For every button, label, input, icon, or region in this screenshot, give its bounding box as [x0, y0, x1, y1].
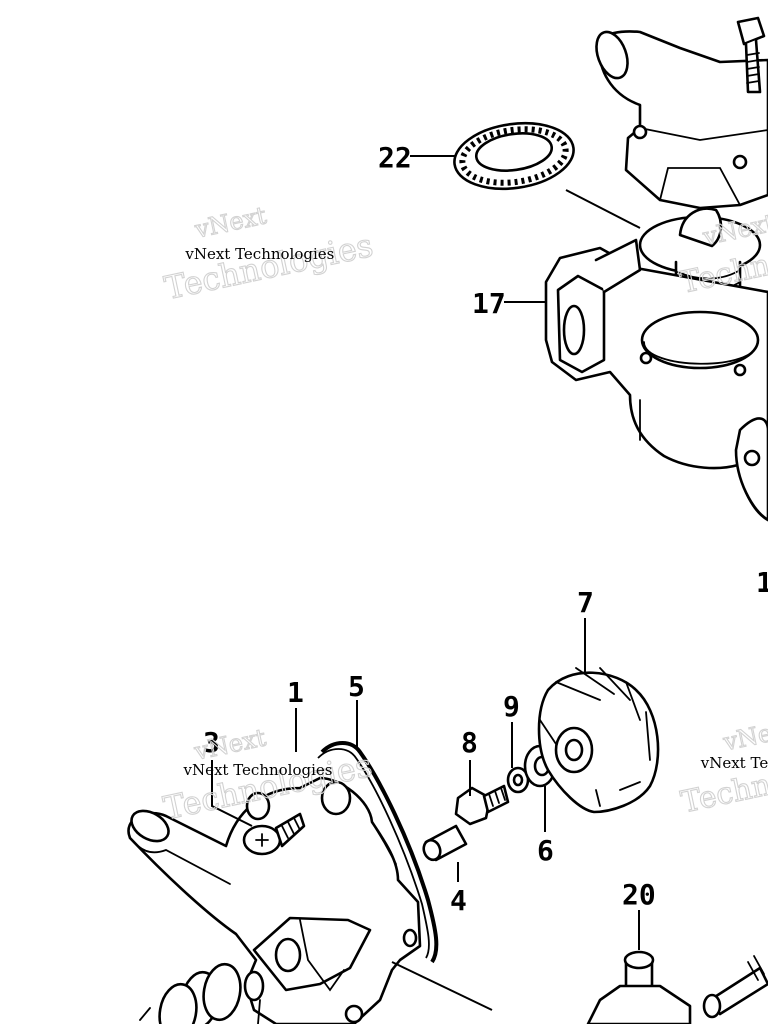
- gasket-5: [317, 741, 439, 964]
- impeller-7: [537, 667, 660, 814]
- callout-1: 1: [287, 676, 304, 709]
- svg-text:vNext Technologies: vNext Technologies: [700, 754, 768, 772]
- pump-cover-1: [127, 776, 422, 1024]
- bushing-4: [422, 824, 468, 862]
- svg-text:vNext Technologies: vNext Technologies: [184, 245, 334, 263]
- thermostat-housing-cover: [595, 30, 768, 210]
- callout-17: 17: [472, 287, 506, 320]
- o-rings: [139, 962, 265, 1024]
- leader-line-bottom: [391, 961, 493, 1011]
- sender-20: [586, 950, 692, 1024]
- callout-6: 6: [537, 834, 554, 867]
- callout-1-partial: 1: [756, 566, 768, 599]
- callout-9: 9: [503, 690, 520, 723]
- leader-line-seal: [565, 189, 641, 229]
- svg-text:vNext: vNext: [192, 201, 270, 244]
- callout-20: 20: [622, 878, 656, 911]
- svg-text:vNext: vNext: [720, 714, 768, 757]
- plug-bolt-partial: [702, 955, 768, 1019]
- watermark-lower-right: vNext Technologies vNext Technologies: [677, 713, 768, 821]
- callout-3: 3: [203, 726, 220, 759]
- callout-5: 5: [348, 670, 365, 703]
- callout-8: 8: [461, 726, 478, 759]
- callout-22: 22: [378, 141, 412, 174]
- svg-text:Technologies: Technologies: [161, 226, 376, 307]
- shaft-8: [454, 784, 510, 826]
- water-pump-body-17: [544, 238, 768, 522]
- bolt-3: [242, 812, 306, 856]
- callout-4: 4: [450, 884, 467, 917]
- callout-7: 7: [577, 586, 594, 619]
- svg-text:vNext Technologies: vNext Technologies: [182, 761, 332, 779]
- housing-bolt: [736, 16, 766, 94]
- leader-3: [211, 760, 253, 827]
- seal-ring-22: [453, 121, 575, 191]
- watermark-upper-left: vNext Technologies vNext Technologies: [161, 201, 377, 308]
- washer-9: [506, 766, 530, 794]
